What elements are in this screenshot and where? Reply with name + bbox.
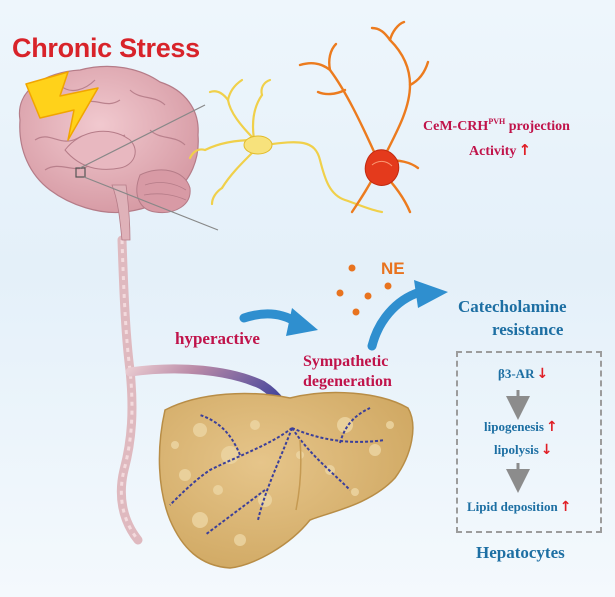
up-arrow-icon: ↑ (545, 419, 558, 435)
neuron-icon (188, 78, 384, 214)
lipogenesis-text: lipogenesis (484, 419, 544, 434)
activity-text: Activity (469, 144, 517, 159)
lightning-icon (25, 71, 99, 141)
page-title: Chronic Stress (12, 33, 200, 63)
up-arrow-icon: ↑ (518, 141, 532, 159)
catecholamine-label: Catecholamine (458, 297, 567, 316)
projection-label: CeM-CRHPVH projection (423, 118, 570, 134)
projection-prefix: CeM-CRH (423, 119, 489, 134)
hepatocytes-label: Hepatocytes (476, 543, 565, 562)
hepatocyte-pathway-box (456, 351, 602, 533)
blue-arrow (367, 280, 448, 351)
b3ar-label: β3-AR↓ (498, 367, 548, 381)
spinal-cord (116, 235, 143, 545)
activity-label: Activity↑ (469, 143, 531, 159)
neuron-icon (298, 20, 430, 214)
resistance-label: resistance (492, 320, 564, 339)
lipid-deposition-text: Lipid deposition (467, 499, 558, 514)
degeneration-label: degeneration (303, 373, 392, 390)
b3ar-text: β3-AR (498, 366, 535, 381)
norepinephrine-dots (336, 264, 392, 316)
sympathetic-label: Sympathetic (303, 353, 389, 370)
lipolysis-text: lipolysis (494, 442, 539, 457)
down-arrow-icon: ↓ (540, 442, 553, 458)
projection-suffix: projection (505, 119, 570, 134)
lipogenesis-label: lipogenesis↑ (484, 420, 558, 434)
hyperactive-label: hyperactive (175, 329, 260, 348)
blue-arrow (239, 308, 318, 336)
lipolysis-label: lipolysis↓ (494, 443, 553, 457)
lipid-deposition-label: Lipid deposition↑ (467, 500, 571, 514)
projection-superscript: PVH (488, 117, 506, 126)
brain-icon (18, 65, 219, 241)
down-arrow-icon: ↓ (536, 366, 549, 382)
ne-label: NE (381, 259, 405, 278)
up-arrow-icon: ↑ (559, 499, 572, 515)
liver-icon (158, 391, 414, 569)
